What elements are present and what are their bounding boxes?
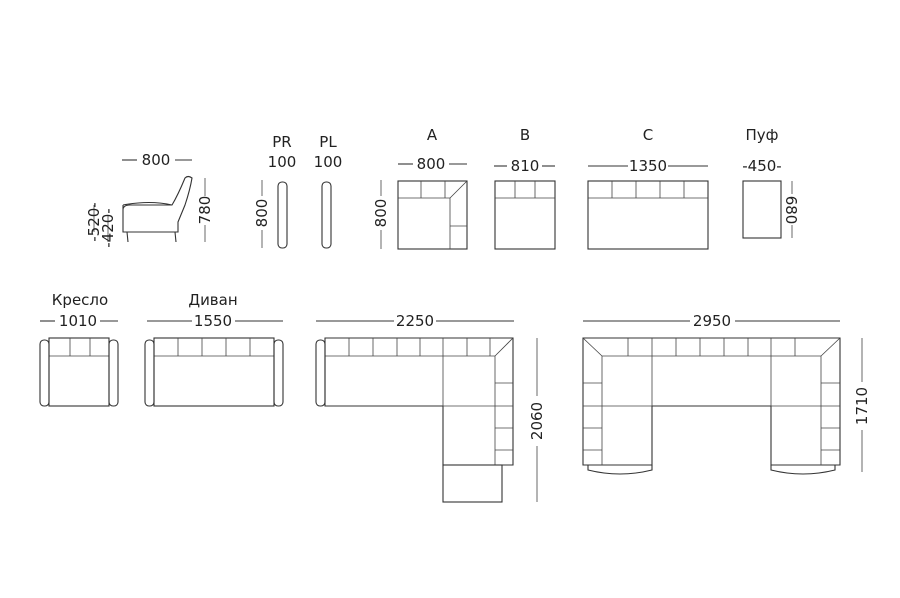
chair-seat-dim: -520- (85, 202, 103, 241)
kreslo-width-dim: 1010 (59, 312, 97, 330)
puf-label: Пуф (746, 126, 779, 144)
b-label: B (520, 126, 530, 144)
a-width-dim: 800 (417, 155, 446, 173)
chair-inner-dim: -420- (99, 208, 117, 247)
chair-side-view: 800 -520- -420- 780 (85, 151, 214, 248)
module-a: A 800 800 (372, 126, 468, 250)
c-label: C (643, 126, 653, 144)
a-label: A (427, 126, 438, 144)
pl-thickness-dim: 100 (314, 153, 343, 171)
b-width-dim: 810 (511, 157, 540, 175)
module-puf: Пуф -450- 680 (742, 126, 800, 239)
u-width-dim: 2950 (693, 312, 731, 330)
chair-width-dim: 800 (142, 151, 171, 169)
pr-height-dim: 800 (253, 199, 271, 228)
pl-label: PL (319, 133, 337, 151)
a-height-dim: 800 (372, 199, 390, 228)
corner-sofa: 2250 2060 (315, 312, 546, 503)
u-sofa: 2950 1710 (582, 312, 871, 475)
corner-height-dim: 2060 (528, 402, 546, 440)
pl-panel: PL 100 (314, 133, 343, 249)
module-c: C 1350 (587, 126, 709, 250)
puf-width-dim: -450- (742, 157, 781, 175)
module-b: B 810 (494, 126, 556, 250)
divan-width-dim: 1550 (194, 312, 232, 330)
corner-width-dim: 2250 (396, 312, 434, 330)
divan: Диван 1550 (144, 291, 284, 407)
pr-label: PR (272, 133, 291, 151)
kreslo: Кресло 1010 (39, 291, 119, 407)
u-height-dim: 1710 (853, 387, 871, 425)
puf-height-dim: 680 (782, 196, 800, 225)
c-width-dim: 1350 (629, 157, 667, 175)
kreslo-label: Кресло (52, 291, 108, 309)
chair-height-dim: 780 (196, 196, 214, 225)
pr-panel: PR 100 800 (253, 133, 297, 249)
pr-thickness-dim: 100 (268, 153, 297, 171)
divan-label: Диван (188, 291, 237, 309)
